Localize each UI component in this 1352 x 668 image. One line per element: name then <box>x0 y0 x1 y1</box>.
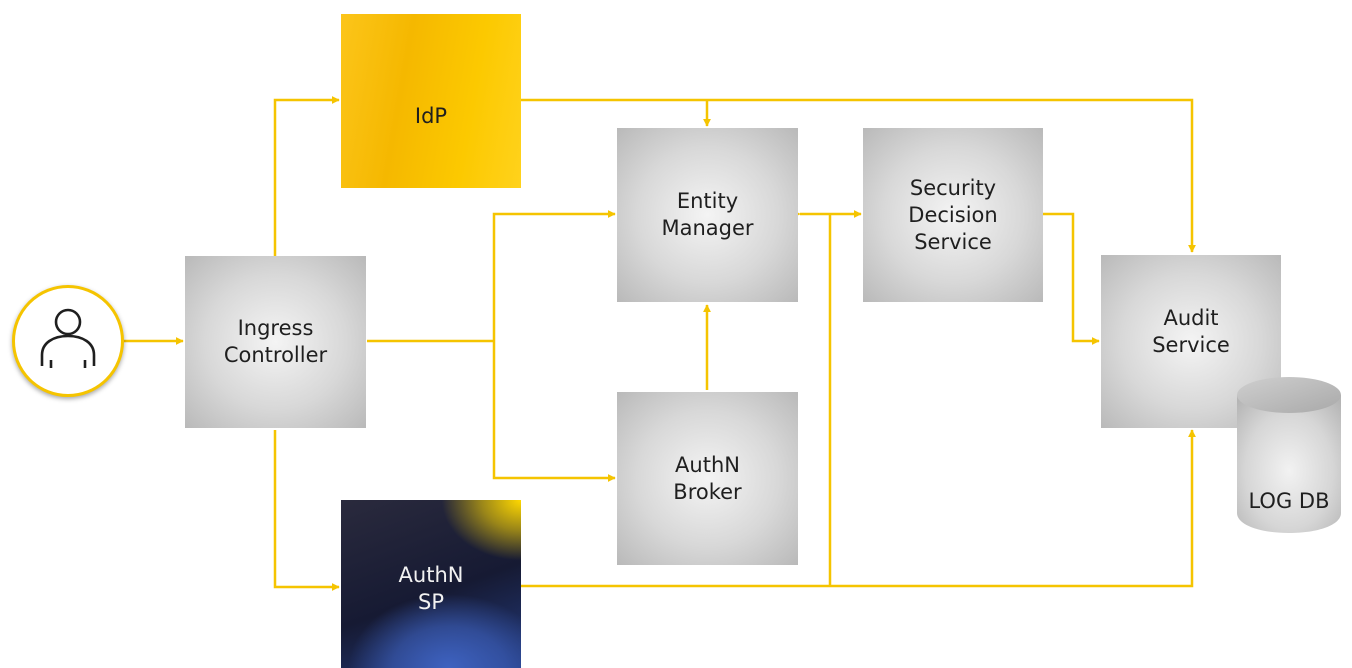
edge-ingress-entity <box>492 210 616 341</box>
entity-manager-node: Entity Manager <box>617 128 798 302</box>
ingress-controller-node: Ingress Controller <box>185 256 366 428</box>
ingress-controller-label: Ingress Controller <box>223 316 328 367</box>
edge-security-audit <box>1043 212 1100 345</box>
authn-broker-node: AuthN Broker <box>617 392 798 565</box>
security-decision-service-label: Security Decision Service <box>908 175 998 254</box>
user-icon <box>40 308 96 368</box>
authn-sp-label: AuthN SP <box>398 563 464 614</box>
authn-broker-label: AuthN Broker <box>673 452 742 504</box>
user-node <box>12 285 124 397</box>
audit-service-label: Audit Service <box>1152 305 1230 357</box>
edge-ingress-idp <box>273 96 340 256</box>
edge-ingress-broker <box>492 341 616 482</box>
edge-sp-audit <box>521 429 1196 588</box>
database-icon <box>1237 377 1341 533</box>
idp-node: IdP <box>341 14 521 188</box>
edge-idp-audit <box>521 98 1196 253</box>
security-decision-service-node: Security Decision Service <box>863 128 1043 302</box>
edge-ingress-sp <box>273 430 340 591</box>
log-db-label: LOG DB <box>1248 489 1330 513</box>
authn-sp-node: AuthN SP <box>341 500 521 668</box>
idp-label: IdP <box>414 104 448 128</box>
entity-manager-label: Entity Manager <box>661 189 754 240</box>
